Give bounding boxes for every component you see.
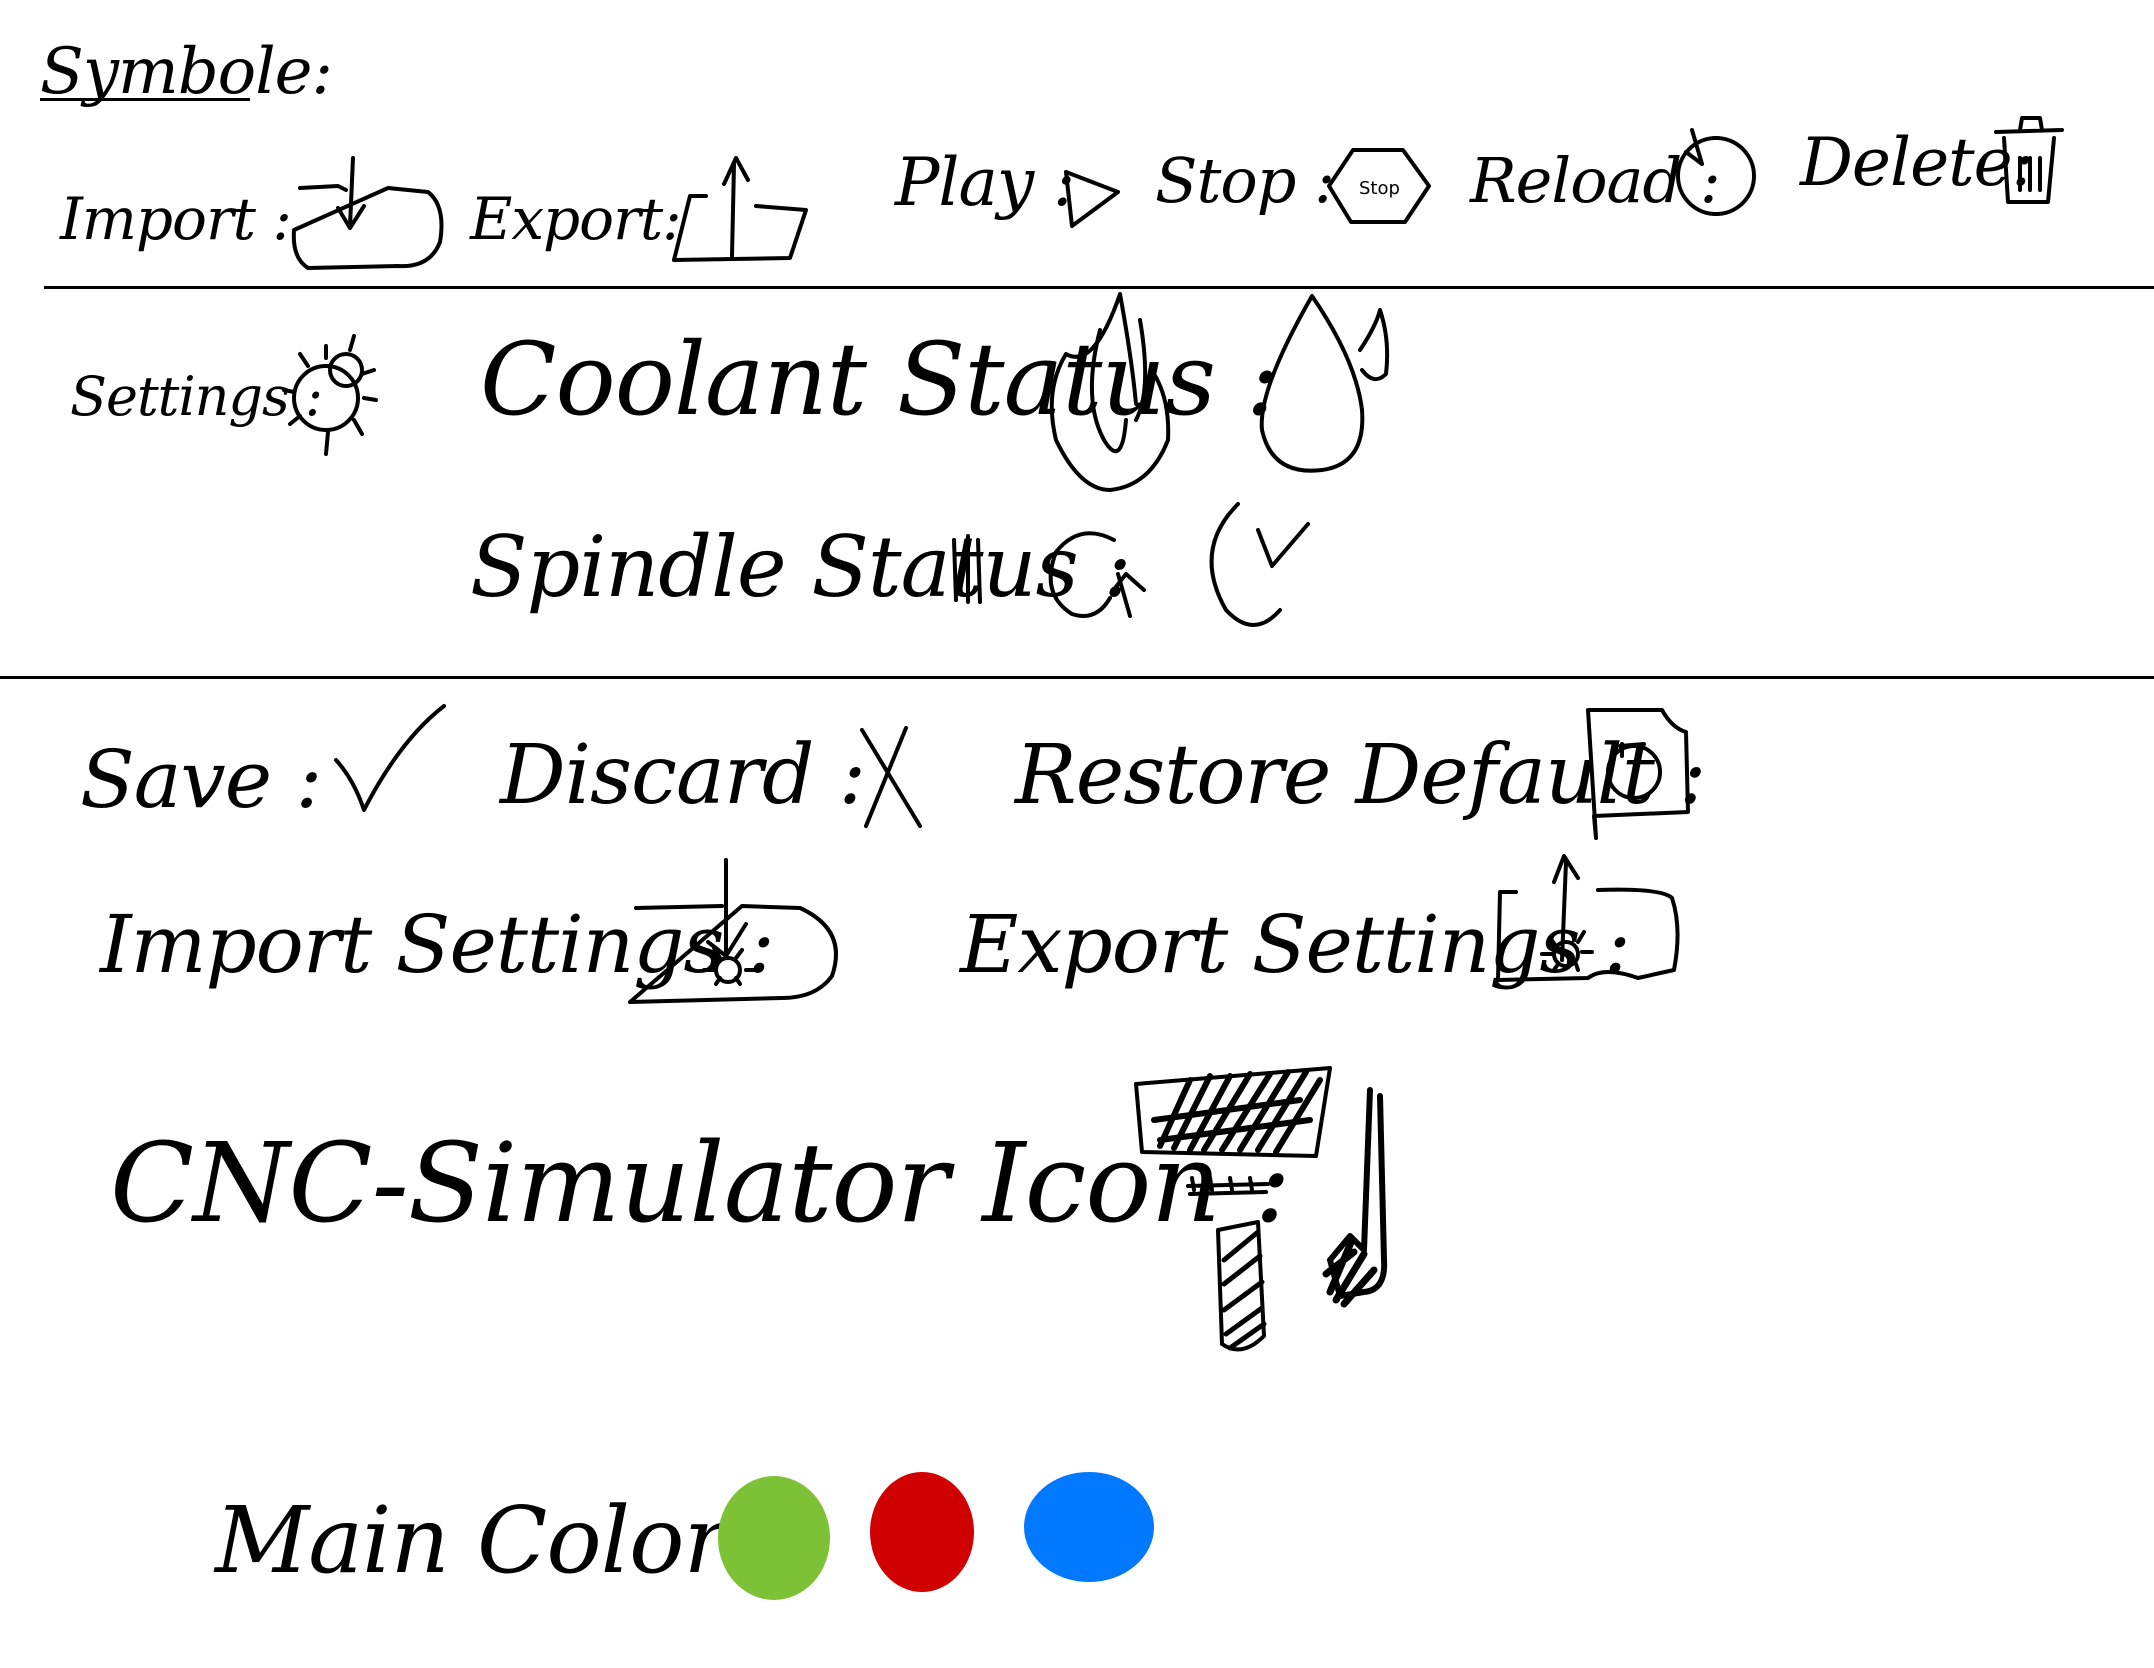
- cnc-simulator-icon: [1130, 1060, 1430, 1360]
- export-settings-icon: [1492, 848, 1682, 988]
- stop-label: Stop :: [1155, 144, 1335, 217]
- svg-text:Stop: Stop: [1359, 178, 1400, 199]
- discard-icon: [856, 722, 926, 832]
- color-swatch-blue: [1024, 1472, 1154, 1582]
- spindle-clockwise-icon: [1040, 518, 1150, 628]
- color-swatch-red: [870, 1472, 974, 1592]
- save-label: Save :: [80, 733, 322, 826]
- spindle-label: Spindle Status :: [470, 518, 1132, 616]
- save-icon: [330, 700, 450, 820]
- import-settings-icon: [622, 852, 852, 1012]
- coolant-on-icon: [1250, 290, 1400, 480]
- delete-icon: [1990, 110, 2070, 210]
- settings-label: Settings :: [70, 365, 323, 428]
- divider-top: [44, 286, 2154, 289]
- settings-icon: [270, 330, 390, 460]
- import-icon: [278, 150, 458, 280]
- delete-label: Delete:: [1800, 124, 2034, 201]
- title-underline: [40, 98, 250, 101]
- export-settings-label: Export Settings :: [960, 898, 1631, 991]
- coolant-off-icon: [1040, 290, 1180, 500]
- cnc-icon-label: CNC-Simulator Icon :: [110, 1119, 1291, 1247]
- import-settings-label: Import Settings :: [100, 898, 775, 991]
- export-icon: [668, 150, 818, 270]
- import-label: Import :: [60, 185, 292, 253]
- divider-bottom: [0, 676, 2154, 679]
- color-swatch-green: [718, 1476, 830, 1600]
- play-label: Play :: [895, 144, 1075, 221]
- play-icon: [1062, 168, 1122, 230]
- spindle-paused-icon: [948, 530, 988, 610]
- export-label: Export:: [470, 185, 682, 253]
- discard-label: Discard :: [500, 728, 866, 823]
- spindle-counterclockwise-icon: [1200, 490, 1320, 640]
- reload-icon: [1672, 122, 1760, 218]
- stop-icon: Stop: [1325, 144, 1435, 228]
- page-title: Symbole:: [40, 35, 333, 109]
- restore-default-icon: [1582, 704, 1692, 840]
